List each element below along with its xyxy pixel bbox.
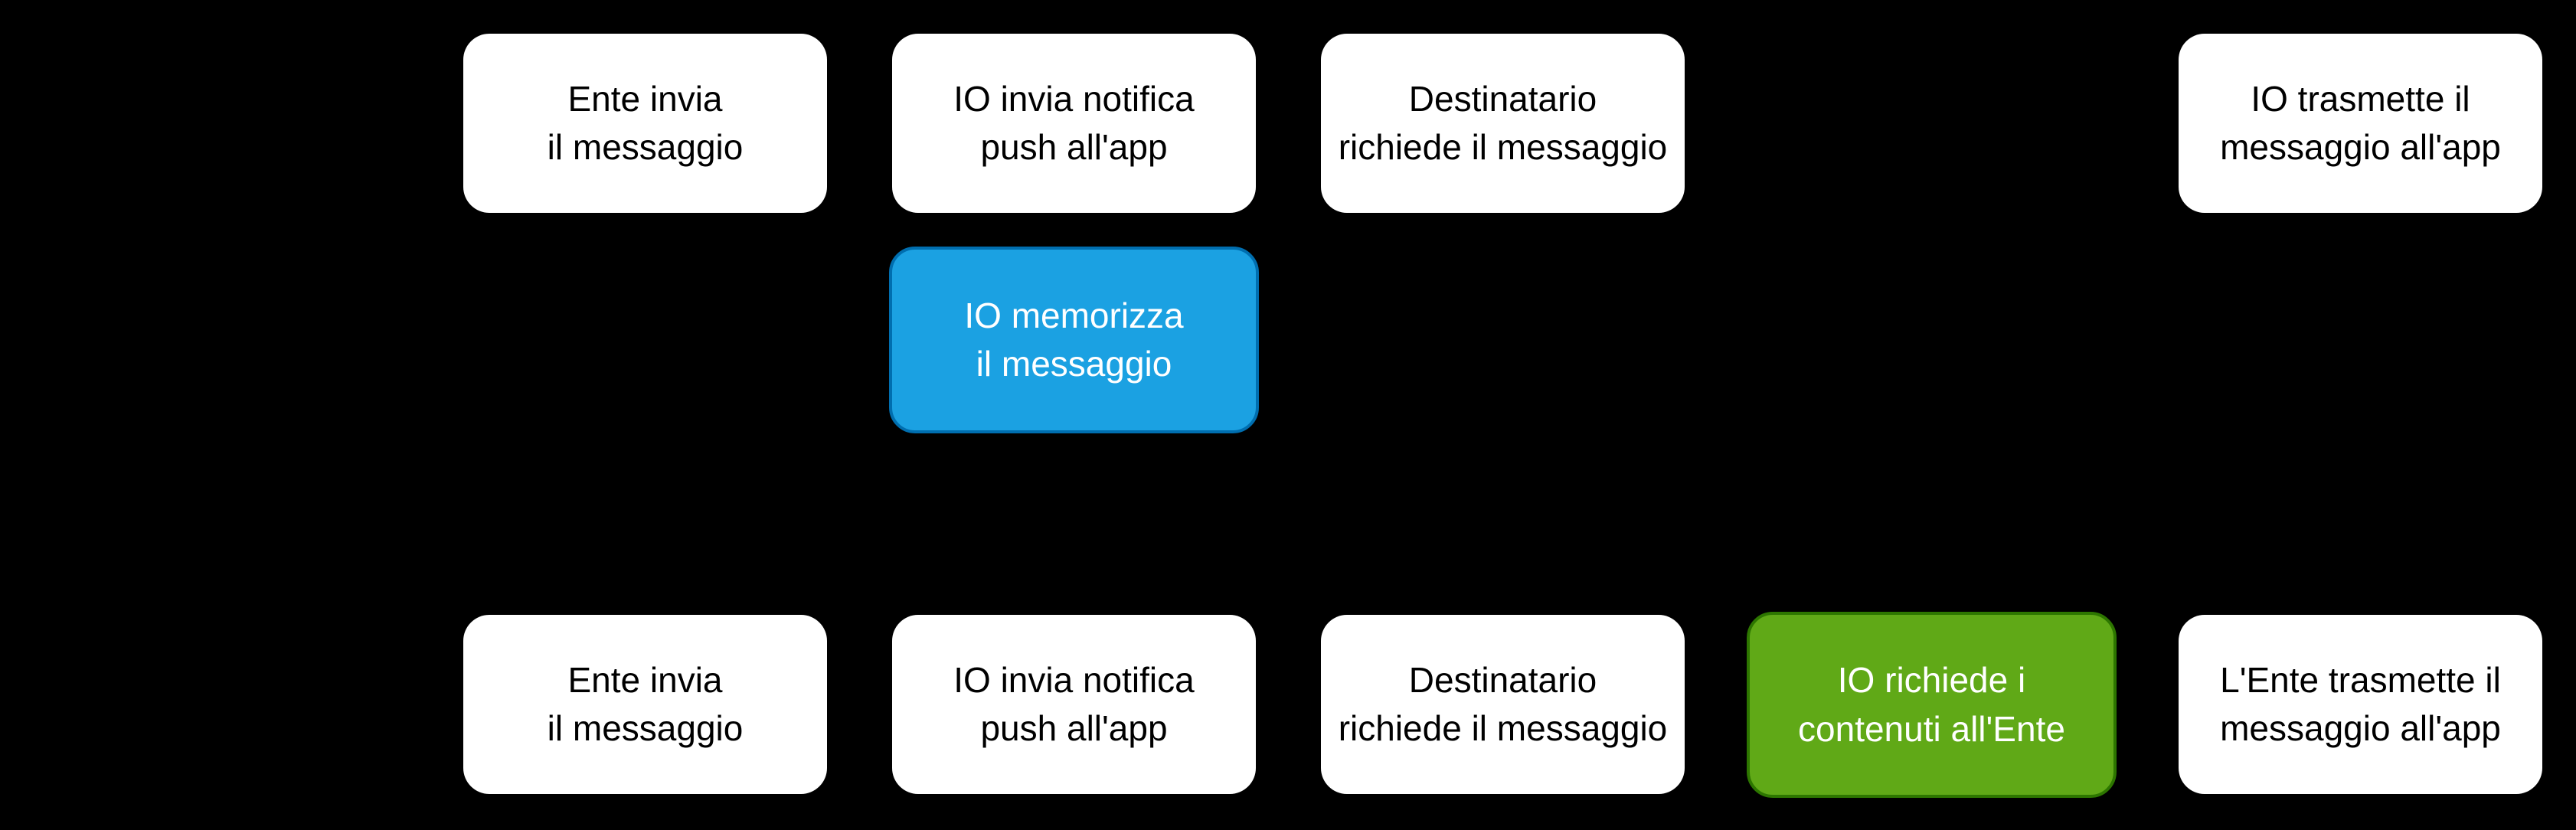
node-bottom-ente-invia: Ente invia il messaggio bbox=[463, 615, 827, 794]
node-label: Destinatario richiede il messaggio bbox=[1338, 659, 1668, 748]
node-label: IO invia notifica push all'app bbox=[953, 78, 1195, 167]
node-io-richiede-contenuti: IO richiede i contenuti all'Ente bbox=[1747, 612, 2117, 798]
node-label: L'Ente trasmette il messaggio all'app bbox=[2220, 659, 2501, 748]
node-io-memorizza: IO memorizza il messaggio bbox=[889, 247, 1259, 433]
node-top-io-trasmette: IO trasmette il messaggio all'app bbox=[2179, 34, 2542, 213]
node-top-destinatario-richiede: Destinatario richiede il messaggio bbox=[1321, 34, 1685, 213]
node-label: IO invia notifica push all'app bbox=[953, 659, 1195, 748]
node-bottom-destinatario-richiede: Destinatario richiede il messaggio bbox=[1321, 615, 1685, 794]
node-top-ente-invia: Ente invia il messaggio bbox=[463, 34, 827, 213]
node-label: Ente invia il messaggio bbox=[547, 78, 744, 167]
node-bottom-ente-trasmette: L'Ente trasmette il messaggio all'app bbox=[2179, 615, 2542, 794]
node-label: IO memorizza il messaggio bbox=[964, 295, 1184, 384]
node-label: Destinatario richiede il messaggio bbox=[1338, 78, 1668, 167]
node-label: IO trasmette il messaggio all'app bbox=[2220, 78, 2501, 167]
node-bottom-io-notifica-push: IO invia notifica push all'app bbox=[892, 615, 1256, 794]
node-top-io-notifica-push: IO invia notifica push all'app bbox=[892, 34, 1256, 213]
node-label: IO richiede i contenuti all'Ente bbox=[1798, 660, 2065, 749]
node-label: Ente invia il messaggio bbox=[547, 659, 744, 748]
